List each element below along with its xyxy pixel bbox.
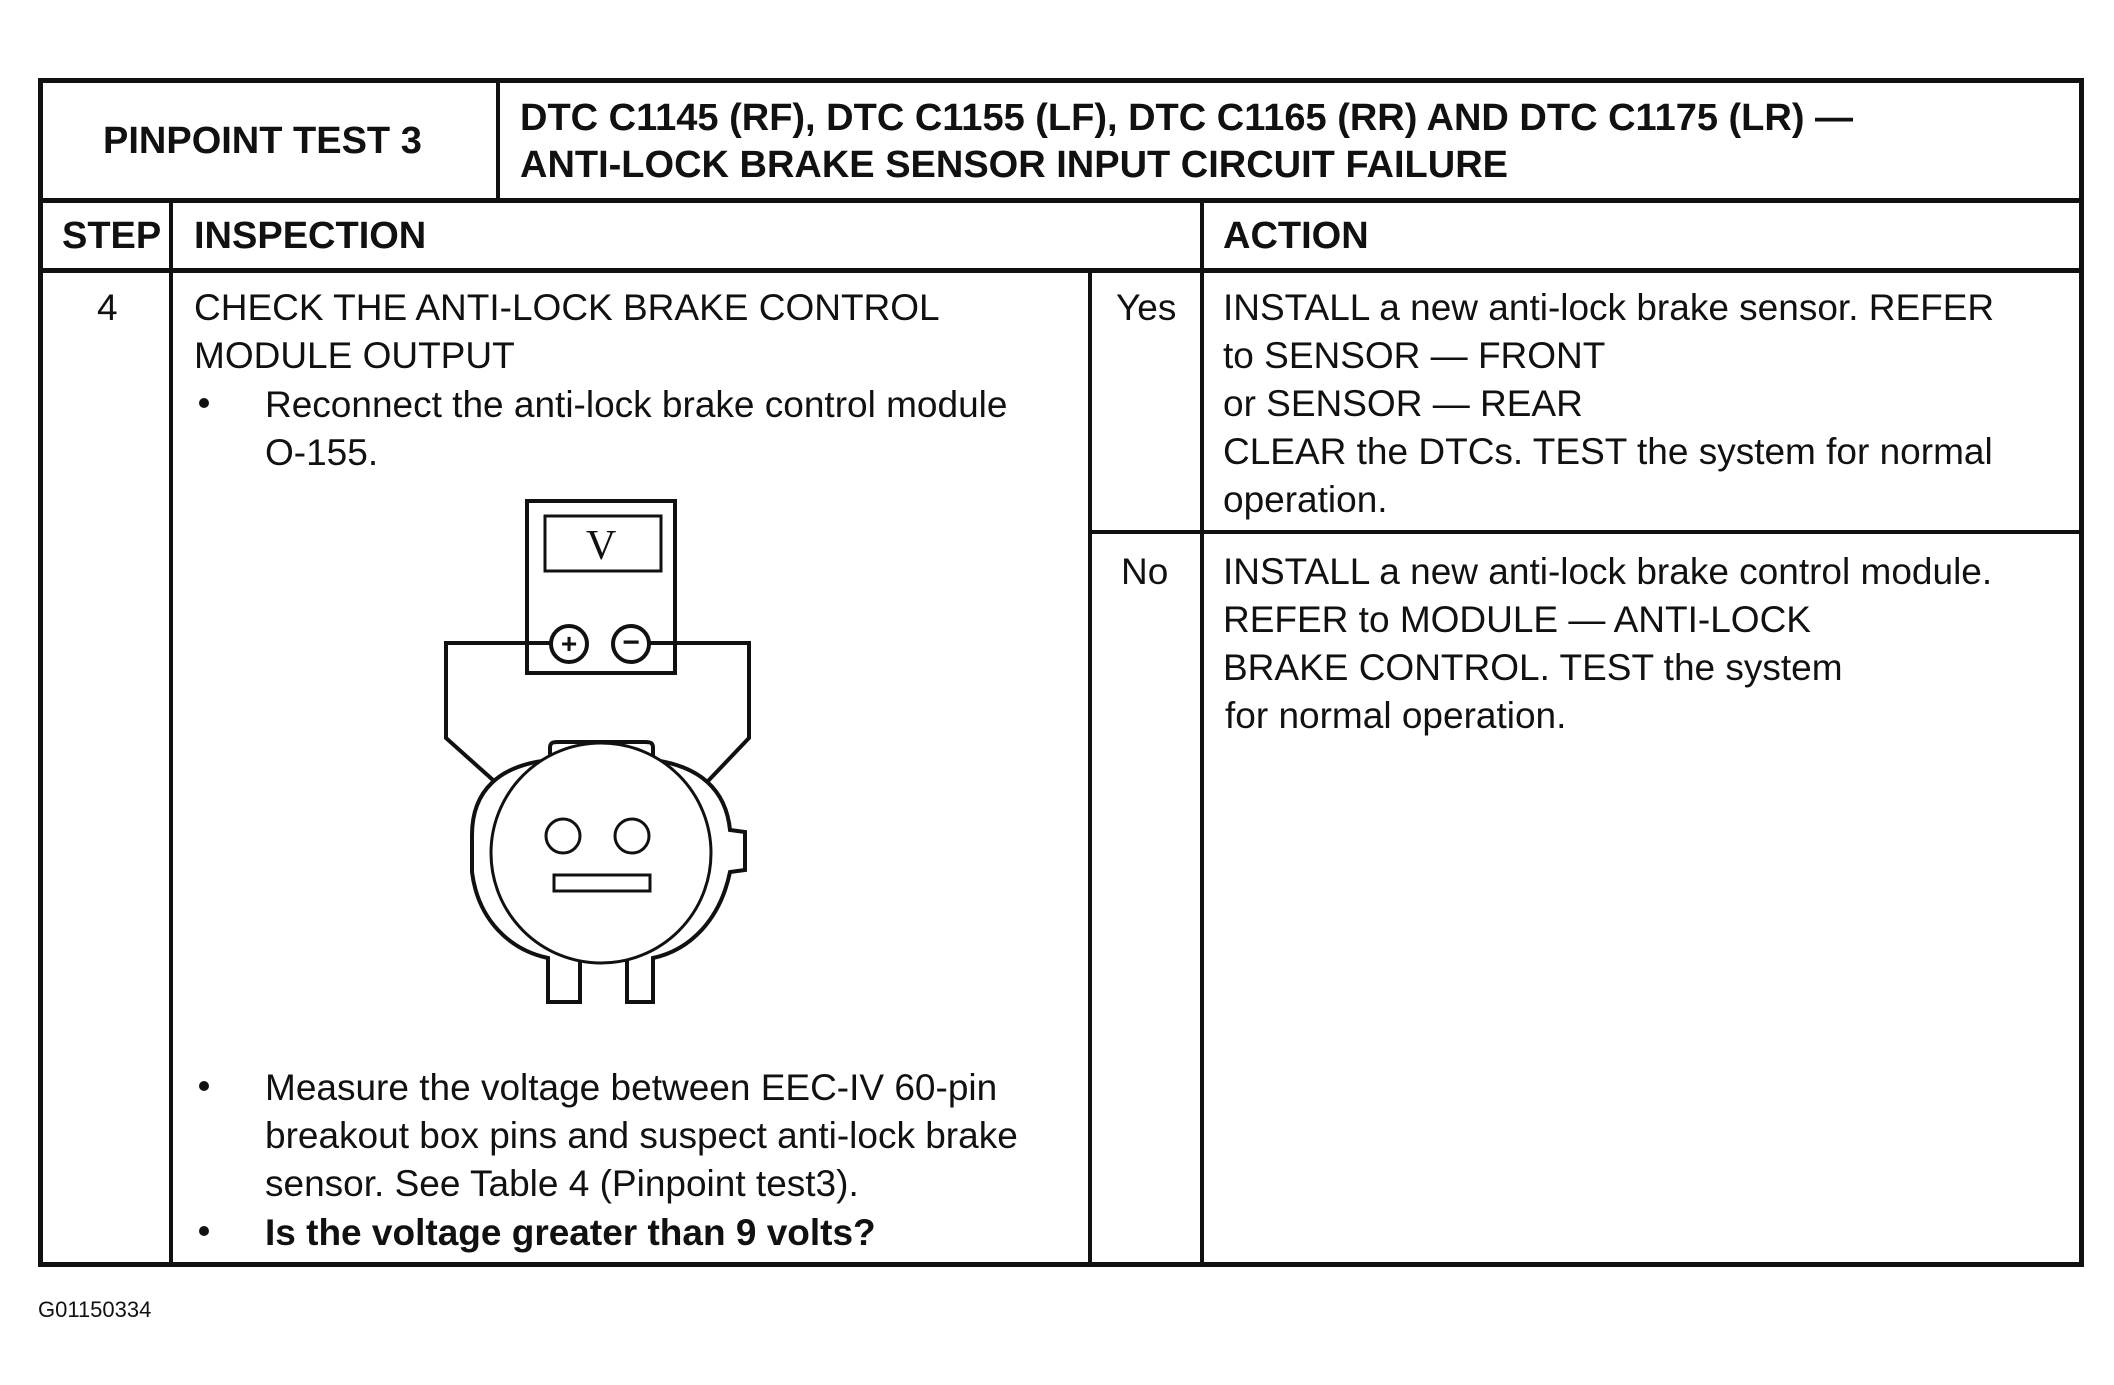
column-header-inspection: INSPECTION — [194, 215, 427, 257]
step-number: 4 — [97, 287, 118, 328]
no-action-line4: for normal operation. — [1225, 695, 1567, 736]
step-heading-line2: MODULE OUTPUT — [194, 335, 515, 376]
bullet-dot-3 — [199, 1226, 209, 1236]
answer-no-label: No — [1121, 551, 1169, 592]
bullet-measure-line2: breakout box pins and suspect anti-lock … — [265, 1115, 1018, 1156]
meter-plus-terminal: + — [549, 624, 589, 664]
bullet-dot-1 — [199, 398, 209, 408]
bullet-question: Is the voltage greater than 9 volts? — [265, 1212, 876, 1253]
bullet-reconnect-line1: Reconnect the anti-lock brake control mo… — [265, 384, 1008, 425]
minus-icon: − — [622, 626, 640, 659]
dtc-title-line1: DTC C1145 (RF), DTC C1155 (LF), DTC C116… — [520, 97, 1854, 139]
bullet-measure-line3: sensor. See Table 4 (Pinpoint test3). — [265, 1163, 859, 1204]
yes-action-line3: or SENSOR — REAR — [1223, 383, 1583, 424]
no-action-line1: INSTALL a new anti-lock brake control mo… — [1223, 551, 1993, 592]
yes-action-line2: to SENSOR — FRONT — [1223, 335, 1606, 376]
pinpoint-test-title: PINPOINT TEST 3 — [103, 120, 422, 162]
yes-action-line5: operation. — [1223, 479, 1388, 520]
bullet-measure-line1: Measure the voltage between EEC-IV 60-pi… — [265, 1067, 998, 1108]
no-action-line2: REFER to MODULE — ANTI-LOCK — [1223, 599, 1811, 640]
yes-action-line4: CLEAR the DTCs. TEST the system for norm… — [1223, 431, 1993, 472]
plus-icon: + — [560, 628, 578, 659]
meter-display-label: V — [586, 523, 617, 569]
step-heading-line1: CHECK THE ANTI-LOCK BRAKE CONTROL — [194, 287, 940, 328]
meter-minus-terminal: − — [611, 624, 651, 664]
dtc-title-line2: ANTI-LOCK BRAKE SENSOR INPUT CIRCUIT FAI… — [520, 144, 1508, 186]
figure-id: G01150334 — [38, 1297, 152, 1322]
bullet-dot-2 — [199, 1081, 209, 1091]
answer-yes-label: Yes — [1116, 287, 1177, 328]
no-action-line3: BRAKE CONTROL. TEST the system — [1223, 647, 1843, 688]
bullet-reconnect-line2: O-155. — [265, 432, 379, 473]
yes-action-line1: INSTALL a new anti-lock brake sensor. RE… — [1223, 287, 1995, 328]
column-header-step: STEP — [62, 215, 162, 257]
column-header-action: ACTION — [1223, 215, 1369, 257]
